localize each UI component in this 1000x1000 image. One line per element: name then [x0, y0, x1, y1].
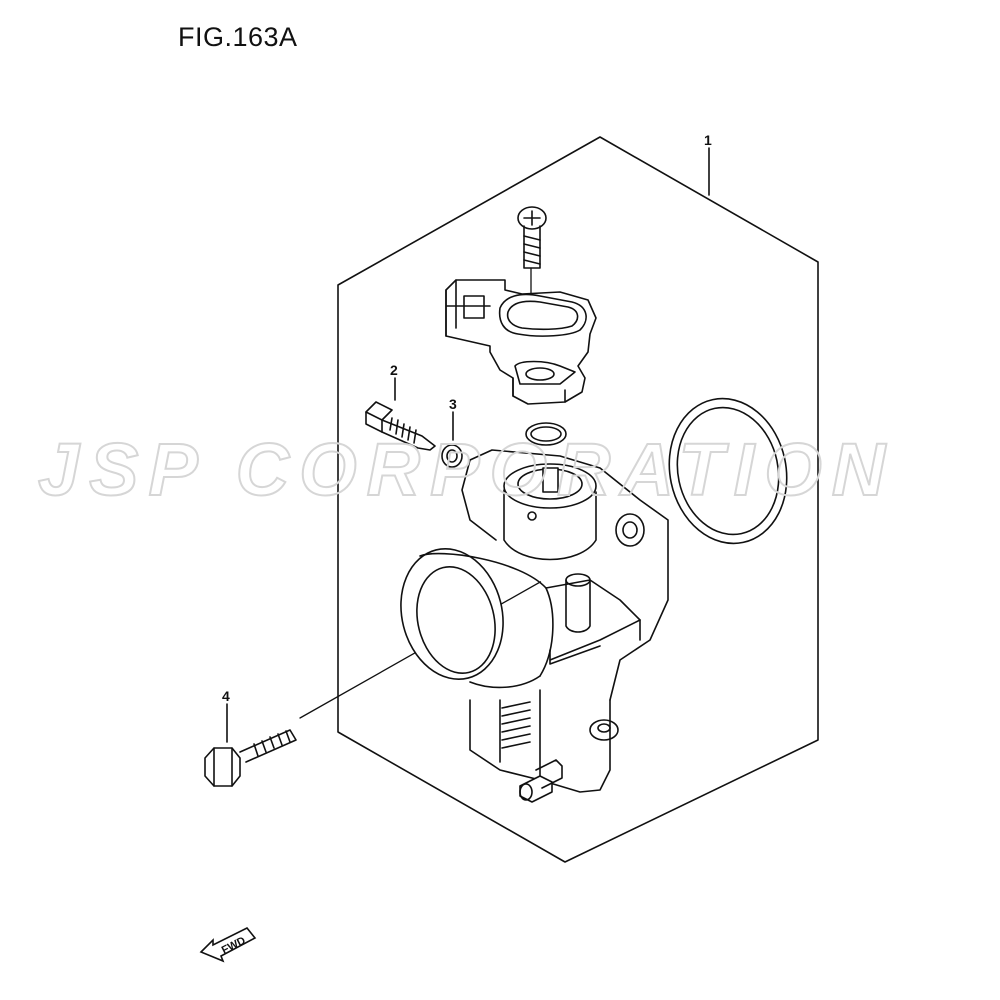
figure-title: FIG.163A: [178, 22, 298, 52]
callout-number-1: 1: [704, 132, 712, 148]
fwd-label: FWD: [220, 935, 248, 957]
callout-number-2: 2: [390, 362, 398, 378]
sensor-screw: [517, 206, 547, 269]
adjust-screw: [365, 401, 436, 451]
sensor-o-ring: [525, 422, 567, 446]
assembly-boundary: [337, 136, 819, 863]
large-gasket: [668, 397, 788, 545]
o-ring-small: [441, 444, 463, 468]
flange-bolt: [204, 729, 297, 787]
watermark-text: JSP CORPORATION: [38, 428, 895, 511]
throttle-body: [400, 449, 669, 803]
callout-number-4: 4: [222, 688, 230, 704]
callout-number-3: 3: [449, 396, 457, 412]
watermark: JSP CORPORATION: [37, 427, 895, 512]
throttle-position-sensor: [445, 279, 597, 405]
fwd-direction-arrow: FWD: [199, 926, 257, 963]
